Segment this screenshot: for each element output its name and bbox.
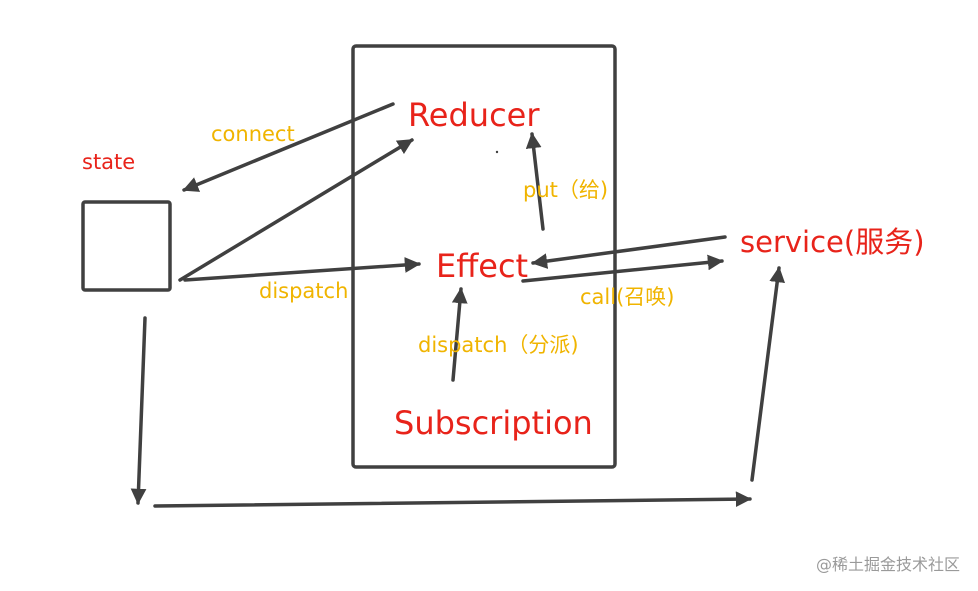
arrow-view-down bbox=[130, 316, 147, 505]
arrow-effect-to-reducer bbox=[525, 132, 545, 231]
arrow-reducer-to-state bbox=[182, 102, 395, 192]
arrow-view-to-reducer bbox=[178, 138, 414, 282]
arrow-effect-to-service bbox=[521, 254, 724, 283]
arrow-service-to-effect bbox=[531, 235, 727, 269]
call-label: call(召唤) bbox=[580, 285, 674, 309]
arrow-bottom-to-right bbox=[153, 491, 752, 508]
subscription-label: Subscription bbox=[394, 404, 593, 442]
arrow-up-to-service bbox=[750, 266, 786, 482]
arrow-subscription-to-effect bbox=[451, 287, 468, 382]
stray-dot bbox=[495, 150, 499, 154]
state-label: state bbox=[82, 150, 135, 174]
arrow-view-to-effect bbox=[183, 257, 421, 282]
state-view-box bbox=[81, 200, 172, 292]
effect-label: Effect bbox=[436, 247, 528, 285]
connect-label: connect bbox=[211, 122, 295, 146]
model-container-box bbox=[351, 44, 617, 469]
reducer-label: Reducer bbox=[408, 96, 540, 134]
service-label: service(服务) bbox=[740, 225, 925, 259]
dispatch-label: dispatch bbox=[259, 279, 348, 303]
put-label: put（给) bbox=[523, 178, 608, 202]
dispatch-subscription-label: dispatch（分派) bbox=[418, 333, 579, 357]
watermark: @稀土掘金技术社区 bbox=[816, 555, 960, 574]
